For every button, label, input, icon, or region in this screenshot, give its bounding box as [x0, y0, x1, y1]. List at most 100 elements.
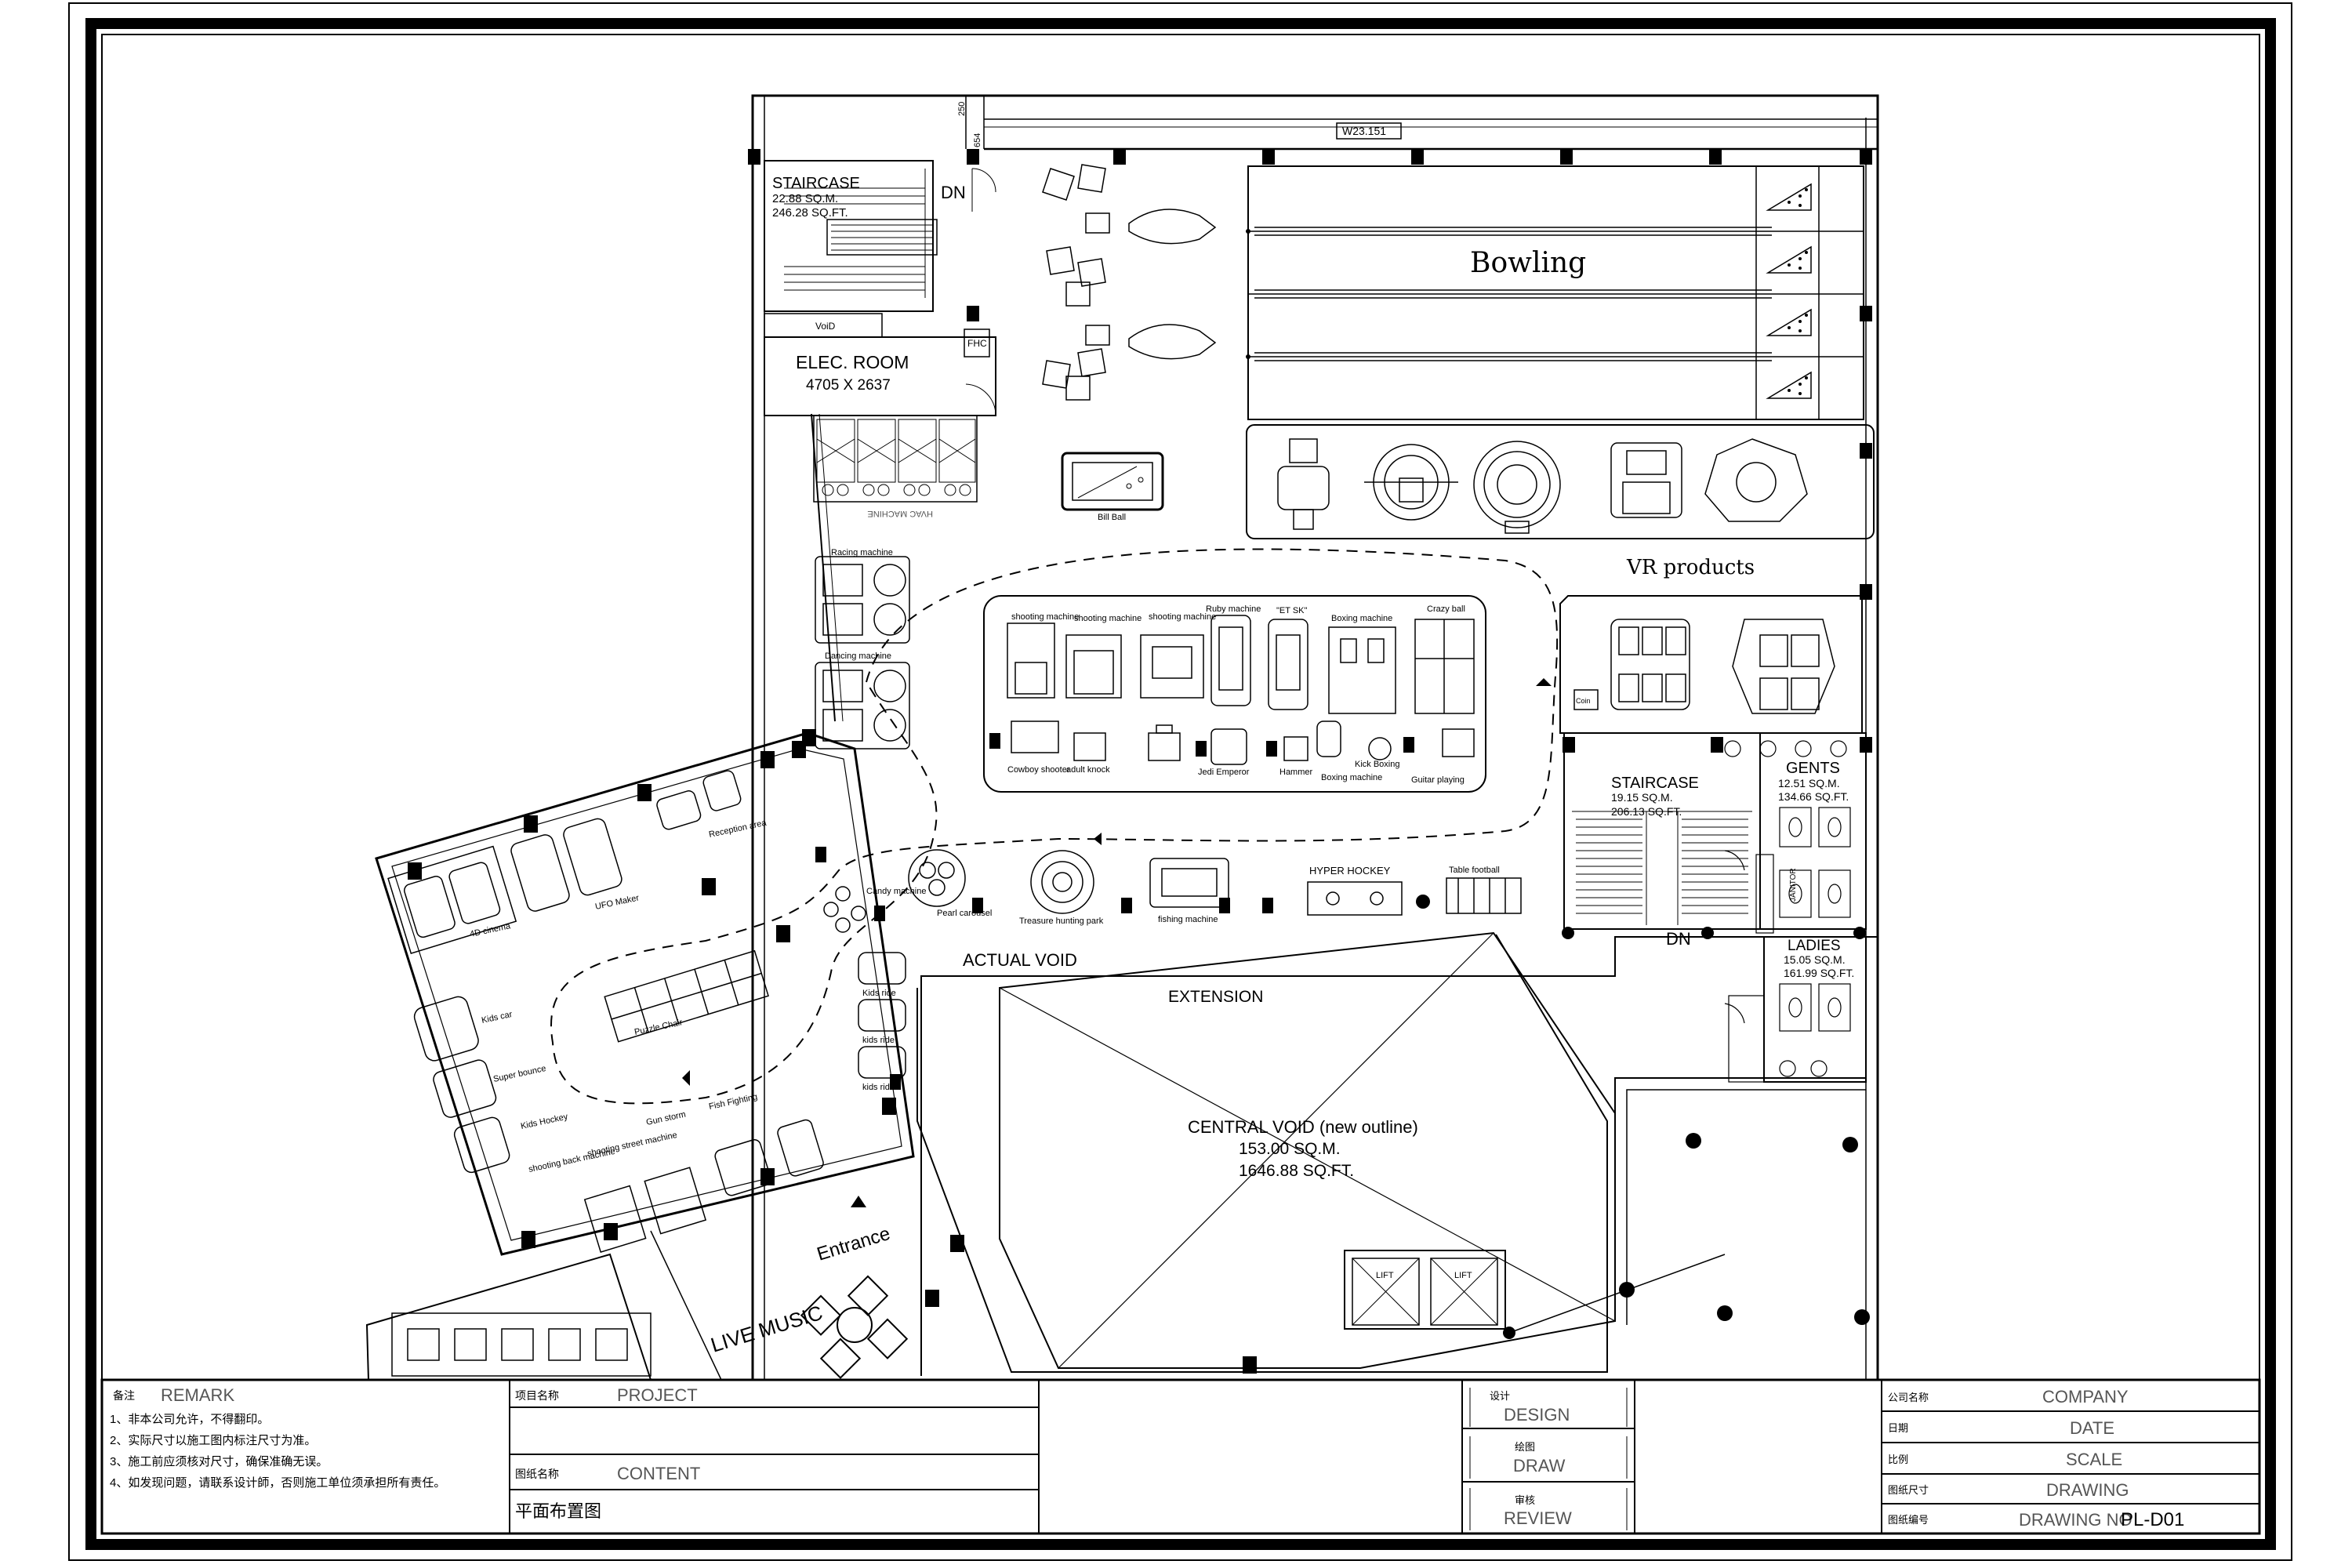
central-island: shooting machine shooting machine shooti…	[983, 595, 1591, 793]
svg-text:Bill Ball: Bill Ball	[1098, 513, 1126, 522]
svg-text:Cowboy shooter: Cowboy shooter	[1007, 765, 1070, 775]
svg-text:DRAWING NO: DRAWING NO	[2019, 1510, 2132, 1530]
lower-left-wing: 4D cinema UFO Maker Reception area Kids …	[387, 729, 1257, 1374]
svg-text:DRAWING: DRAWING	[2046, 1480, 2129, 1500]
structural-columns	[748, 149, 1872, 939]
svg-text:PROJECT: PROJECT	[617, 1385, 698, 1405]
svg-text:15.05 SQ.M.: 15.05 SQ.M.	[1784, 953, 1846, 966]
svg-text:DN: DN	[1666, 929, 1691, 949]
svg-text:shooting machine: shooting machine	[1011, 612, 1079, 622]
svg-text:fishing machine: fishing machine	[1158, 915, 1218, 924]
svg-text:REMARK: REMARK	[161, 1385, 234, 1405]
svg-text:1646.88 SQ.FT.: 1646.88 SQ.FT.	[1239, 1162, 1354, 1180]
svg-text:DATE: DATE	[2070, 1418, 2114, 1438]
note-1: 1、非本公司允许，不得翻印。	[110, 1413, 269, 1426]
svg-text:图纸名称: 图纸名称	[515, 1468, 559, 1480]
title-block: 备注 REMARK 1、非本公司允许，不得翻印。 2、实际尺寸以施工图内标注尺寸…	[100, 1378, 2261, 1535]
svg-text:HYPER HOCKEY: HYPER HOCKEY	[1309, 865, 1391, 877]
svg-text:654: 654	[973, 133, 982, 147]
svg-text:FHC: FHC	[967, 338, 987, 349]
entrance-area: Entrance LIVE MUSIC	[391, 1223, 909, 1379]
svg-text:审核: 审核	[1515, 1494, 1535, 1506]
svg-text:Candy machine: Candy machine	[866, 887, 926, 896]
bowling-label: Bowling	[1470, 247, 1586, 279]
svg-text:19.15 SQ.M.: 19.15 SQ.M.	[1611, 791, 1673, 804]
staircase-mid-label: STAIRCASE	[1611, 775, 1699, 792]
svg-text:比例: 比例	[1888, 1454, 1908, 1465]
svg-text:Jedi Emperor: Jedi Emperor	[1198, 768, 1250, 777]
staircase-top-label: STAIRCASE	[772, 175, 860, 192]
svg-text:COMPANY: COMPANY	[2042, 1387, 2129, 1406]
svg-text:Kids car: Kids car	[481, 1010, 514, 1025]
svg-text:Treasure hunting park: Treasure hunting park	[1019, 916, 1104, 926]
svg-text:kids ride: kids ride	[862, 1036, 895, 1045]
toilets: GENTS 12.51 SQ.M. 134.66 SQ.FT. LADIES 1…	[1724, 732, 1867, 1083]
svg-text:备注: 备注	[113, 1389, 135, 1402]
svg-text:CONTENT: CONTENT	[617, 1464, 700, 1483]
svg-text:设计: 设计	[1490, 1390, 1510, 1402]
hvac-machines: HVAC MACHINE	[813, 415, 978, 518]
svg-text:JANITOR: JANITOR	[1789, 868, 1798, 902]
svg-text:HVAC MACHINE: HVAC MACHINE	[867, 509, 933, 518]
svg-text:Coin: Coin	[1576, 697, 1591, 705]
svg-text:Reception area: Reception area	[708, 818, 768, 840]
svg-text:12.51 SQ.M.: 12.51 SQ.M.	[1778, 777, 1840, 789]
svg-text:shooting machine: shooting machine	[1074, 614, 1142, 623]
svg-text:Boxing machine: Boxing machine	[1331, 614, 1392, 623]
svg-text:图纸尺寸: 图纸尺寸	[1888, 1484, 1929, 1496]
svg-text:Kids ride: Kids ride	[862, 989, 896, 998]
svg-text:Gun storm: Gun storm	[645, 1110, 687, 1127]
svg-text:Puzzle Chair: Puzzle Chair	[633, 1018, 684, 1037]
svg-text:250: 250	[957, 102, 967, 116]
svg-text:Fish Fighting: Fish Fighting	[708, 1092, 758, 1112]
pool-table: Bill Ball	[1061, 452, 1164, 522]
svg-text:Table football: Table football	[1449, 866, 1500, 875]
dimensions: W23.151 250 654	[957, 102, 1386, 147]
svg-text:134.66 SQ.FT.: 134.66 SQ.FT.	[1778, 790, 1849, 803]
svg-text:shooting machine: shooting machine	[1149, 612, 1216, 622]
svg-text:"ET SK": "ET SK"	[1276, 606, 1307, 615]
drawing-content-value: 平面布置图	[515, 1501, 601, 1521]
svg-text:DRAW: DRAW	[1513, 1456, 1566, 1475]
vr-area-mid	[1559, 595, 1863, 734]
elec-room: VoiD FHC ELEC. ROOM 4705 X 2637	[764, 313, 996, 416]
void-extension: ACTUAL VOID EXTENSION CENTRAL VOID (new …	[916, 931, 1878, 1376]
svg-text:Ruby machine: Ruby machine	[1206, 604, 1261, 614]
svg-text:REVIEW: REVIEW	[1504, 1508, 1572, 1528]
svg-text:adult knock: adult knock	[1066, 765, 1110, 775]
svg-text:图纸编号: 图纸编号	[1888, 1514, 1929, 1526]
elec-room-label: ELEC. ROOM	[796, 352, 909, 372]
lift-1-label: LIFT	[1376, 1271, 1394, 1280]
svg-text:Crazy ball: Crazy ball	[1427, 604, 1465, 614]
svg-text:Hammer: Hammer	[1279, 768, 1313, 777]
svg-text:161.99 SQ.FT.: 161.99 SQ.FT.	[1784, 967, 1854, 979]
gents-label: GENTS	[1786, 760, 1840, 777]
svg-text:22.88 SQ.M.: 22.88 SQ.M.	[772, 192, 838, 205]
actual-void-label: ACTUAL VOID	[963, 950, 1077, 970]
staircase-mid: STAIRCASE 19.15 SQ.M. 206.13 SQ.FT. DN	[1563, 732, 1761, 949]
svg-text:项目名称: 项目名称	[515, 1389, 559, 1402]
svg-text:公司名称: 公司名称	[1888, 1392, 1929, 1403]
ladies-label: LADIES	[1788, 938, 1841, 954]
left-angled-wall	[365, 413, 915, 1381]
svg-text:Guitar playing: Guitar playing	[1411, 775, 1465, 785]
svg-text:shooting street machine: shooting street machine	[586, 1131, 678, 1159]
extension-label: EXTENSION	[1168, 988, 1263, 1006]
down-label: DN	[941, 183, 966, 202]
svg-text:绘图: 绘图	[1515, 1441, 1535, 1453]
circulation-path	[550, 548, 1559, 1207]
drawing-number: PL-D01	[2121, 1509, 2184, 1530]
lifts: LIFT LIFT	[1344, 1250, 1506, 1330]
svg-text:W23.151: W23.151	[1342, 125, 1386, 137]
note-2: 2、实际尺寸以施工图内标注尺寸为准。	[110, 1434, 316, 1447]
svg-text:Pearl carousel: Pearl carousel	[937, 909, 992, 918]
svg-text:246.28 SQ.FT.: 246.28 SQ.FT.	[772, 206, 848, 220]
svg-text:Kids Hockey: Kids Hockey	[520, 1112, 569, 1131]
svg-text:SCALE: SCALE	[2066, 1450, 2122, 1469]
svg-text:Racing machine: Racing machine	[831, 548, 893, 557]
mid-row-machines: Candy machine Pearl carousel Treasure hu…	[815, 847, 1522, 1092]
svg-text:Boxing machine: Boxing machine	[1321, 773, 1382, 782]
bowling-area: Bowling	[1042, 164, 1864, 420]
svg-text:Super bounce: Super bounce	[492, 1064, 546, 1084]
